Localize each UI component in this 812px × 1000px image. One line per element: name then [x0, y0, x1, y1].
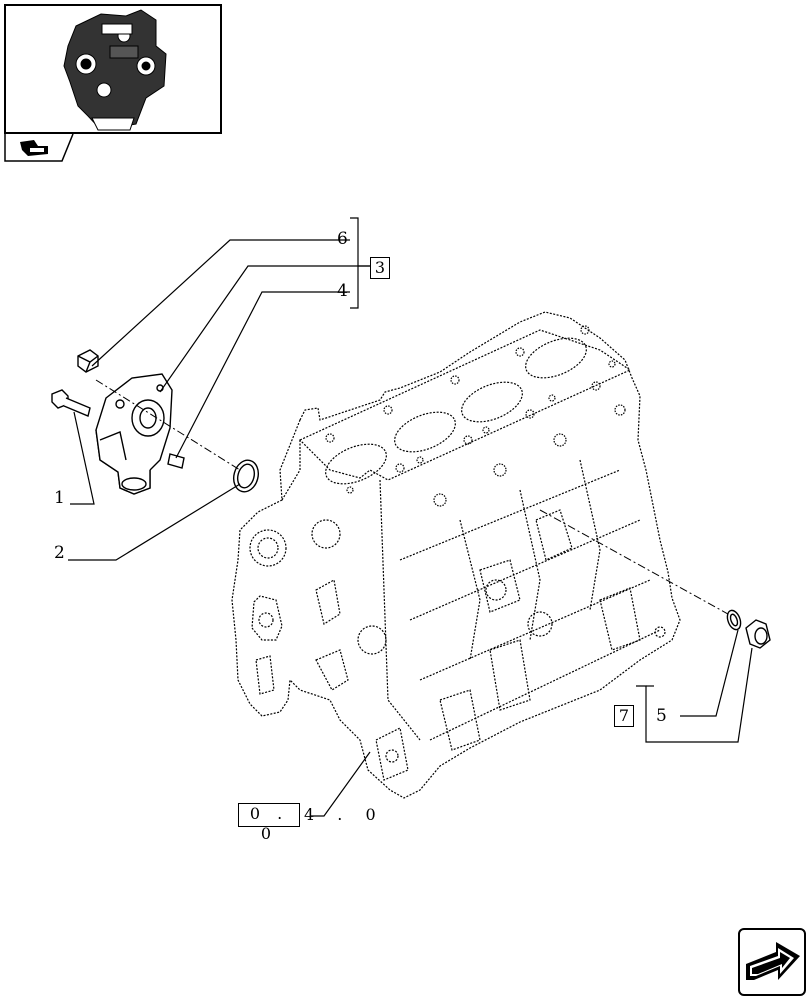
- drain-plug: [745, 619, 771, 649]
- callout-4[interactable]: 4: [337, 281, 348, 301]
- bolt: [51, 389, 91, 417]
- thermostat-housing: [95, 373, 173, 495]
- callout-2[interactable]: 2: [54, 543, 65, 563]
- callout-6[interactable]: 6: [337, 229, 348, 249]
- next-page-arrow-icon: [746, 942, 800, 980]
- callout-3-box[interactable]: 3: [370, 257, 390, 279]
- section-reference-box[interactable]: 0 . 0: [238, 803, 300, 843]
- engine-thumbnail: [4, 4, 222, 134]
- callout-5[interactable]: 5: [656, 706, 667, 726]
- section-reference-suffix: 4 . 0: [304, 805, 385, 824]
- next-page-button[interactable]: [738, 928, 806, 996]
- book-arrow-icon[interactable]: [4, 134, 74, 162]
- washer: [726, 609, 742, 631]
- callout-1[interactable]: 1: [54, 488, 65, 508]
- plug-cap: [77, 349, 99, 373]
- engine-block: [231, 311, 681, 799]
- dowel-pin: [167, 453, 185, 469]
- engine-thumbnail-icon: [63, 9, 167, 131]
- seal-ring: [232, 459, 260, 493]
- callout-7-box[interactable]: 7: [614, 705, 634, 727]
